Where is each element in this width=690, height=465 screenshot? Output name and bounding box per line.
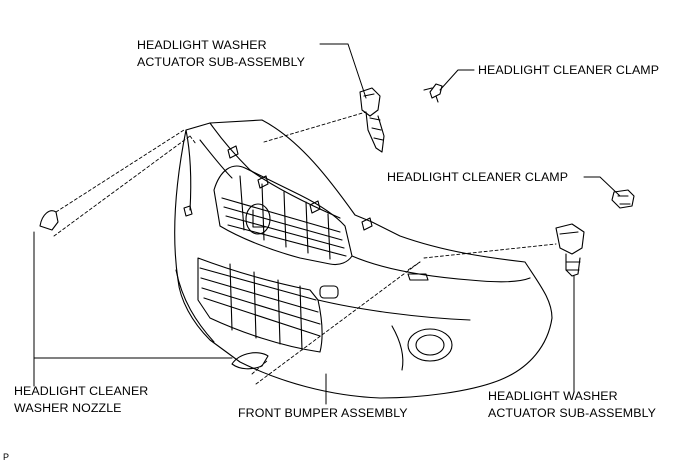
label-lower-actuator-line2: ACTUATOR SUB-ASSEMBLY xyxy=(488,406,657,420)
corner-mark: P xyxy=(3,452,10,462)
label-nozzle-line2: WASHER NOZZLE xyxy=(14,401,122,415)
front-bumper-assembly-drawing xyxy=(174,119,553,399)
label-upper-actuator-line1: HEADLIGHT WASHER xyxy=(137,38,267,52)
label-lower-actuator-line1: HEADLIGHT WASHER xyxy=(488,389,618,403)
lower-actuator-drawing xyxy=(555,223,585,277)
label-right-clamp: HEADLIGHT CLEANER CLAMP xyxy=(387,170,569,184)
projection-lines xyxy=(53,111,557,385)
right-clamp-drawing xyxy=(611,189,635,209)
lower-nozzle-drawing xyxy=(231,352,269,370)
label-upper-actuator-line2: ACTUATOR SUB-ASSEMBLY xyxy=(137,55,306,69)
upper-actuator-drawing xyxy=(359,87,385,153)
label-nozzle-line1: HEADLIGHT CLEANER xyxy=(14,384,149,398)
label-front-bumper: FRONT BUMPER ASSEMBLY xyxy=(238,406,408,420)
label-upper-clamp: HEADLIGHT CLEANER CLAMP xyxy=(478,63,660,77)
leader-lines xyxy=(33,43,621,405)
upper-clamp-drawing xyxy=(423,83,443,103)
upper-nozzle-drawing xyxy=(39,210,59,231)
